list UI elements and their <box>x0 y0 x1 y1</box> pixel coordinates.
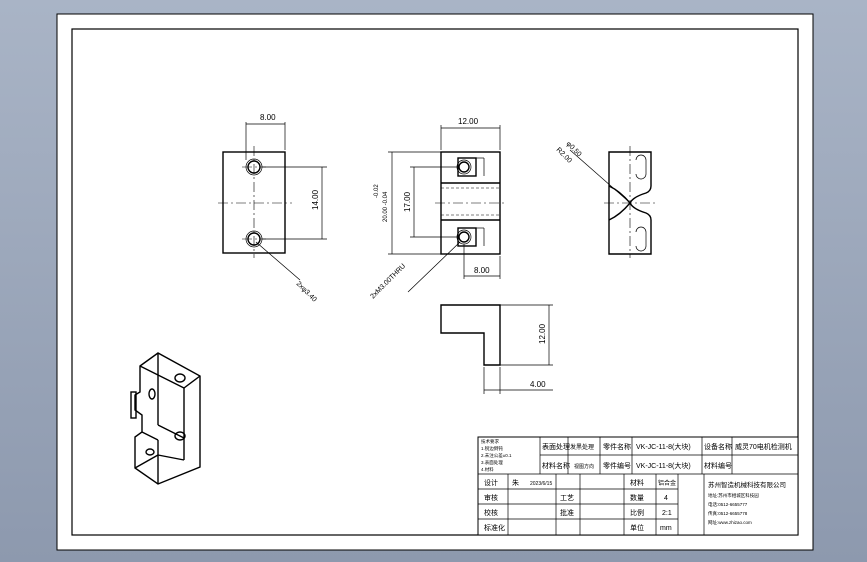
bottom-width-dim: 4.00 <box>530 380 546 389</box>
note-line-2: 1.锐边倒钝 <box>481 445 503 452</box>
note-line-4: 3.表面处理 <box>481 459 503 466</box>
company-fax: 传真:0512-6655778 <box>708 510 748 517</box>
side-inner-dim: 17.00 <box>403 191 412 212</box>
designer-name: 朱 <box>512 478 519 487</box>
material-name-label: 材料名称 <box>542 461 570 470</box>
side-width-dim: 12.00 <box>458 117 479 126</box>
bottom-view: 12.00 4.00 <box>440 304 553 394</box>
note-line-1: 技术要求 <box>481 438 499 445</box>
side-tol-upper: -0.02 <box>374 184 380 198</box>
check-label: 校核 <box>484 508 498 517</box>
front-width-dim: 8.00 <box>260 113 276 122</box>
material2-label: 材料 <box>630 478 644 487</box>
scale-label: 比例 <box>630 508 644 517</box>
company-name: 苏州智造机械科技有限公司 <box>708 480 786 489</box>
bottom-height-dim: 12.00 <box>538 323 547 344</box>
side-height-dim: 20.00 -0.04 <box>383 191 389 222</box>
approve2-label: 批准 <box>560 508 574 517</box>
surface-label: 表面处理 <box>542 442 570 451</box>
drawing-name-label: 零件名称 <box>603 442 631 451</box>
projection-label: 视图方向 <box>574 463 594 470</box>
drawing-border <box>71 28 799 536</box>
scale-value: 2:1 <box>662 510 672 517</box>
approve-label: 审核 <box>484 493 498 502</box>
company-web: 网址:www.zhizao.com <box>708 519 752 526</box>
material-no-label: 材料编号 <box>704 461 732 470</box>
unit-label: 单位 <box>630 523 644 532</box>
note-line-3: 2.未注公差±0.1 <box>481 452 512 459</box>
company-tel: 电话:0512-6655777 <box>708 501 748 508</box>
side-bottom-dim: 8.00 <box>474 266 490 275</box>
unit-value: mm <box>660 525 672 532</box>
title-block: 技术要求 1.锐边倒钝 2.未注公差±0.1 3.表面处理 4.材料 表面处理 … <box>477 436 799 536</box>
process-label: 工艺 <box>560 494 574 502</box>
device-label: 设备名称 <box>704 442 732 451</box>
part-name: VK-JC-11-8(大块) <box>636 442 691 451</box>
isometric-view <box>130 352 201 485</box>
part-number: VK-JC-11-8(大块) <box>636 461 691 470</box>
designer-label: 设计 <box>484 478 498 487</box>
note-line-5: 4.材料 <box>481 466 494 473</box>
material-value: 铝合金 <box>658 479 676 487</box>
date-value: 2023/6/15 <box>530 481 552 487</box>
front-height-dim: 14.00 <box>311 189 320 210</box>
std-label: 标准化 <box>484 523 505 532</box>
company-address: 地址:苏州市相城区科技园 <box>708 492 759 499</box>
device-name: 威灵70电机检测机 <box>735 442 792 451</box>
qty-value: 4 <box>664 495 668 502</box>
qty-label: 数量 <box>630 493 644 502</box>
drawing-no-label: 零件编号 <box>603 461 631 470</box>
finish-label: 发黑处理 <box>570 443 594 451</box>
